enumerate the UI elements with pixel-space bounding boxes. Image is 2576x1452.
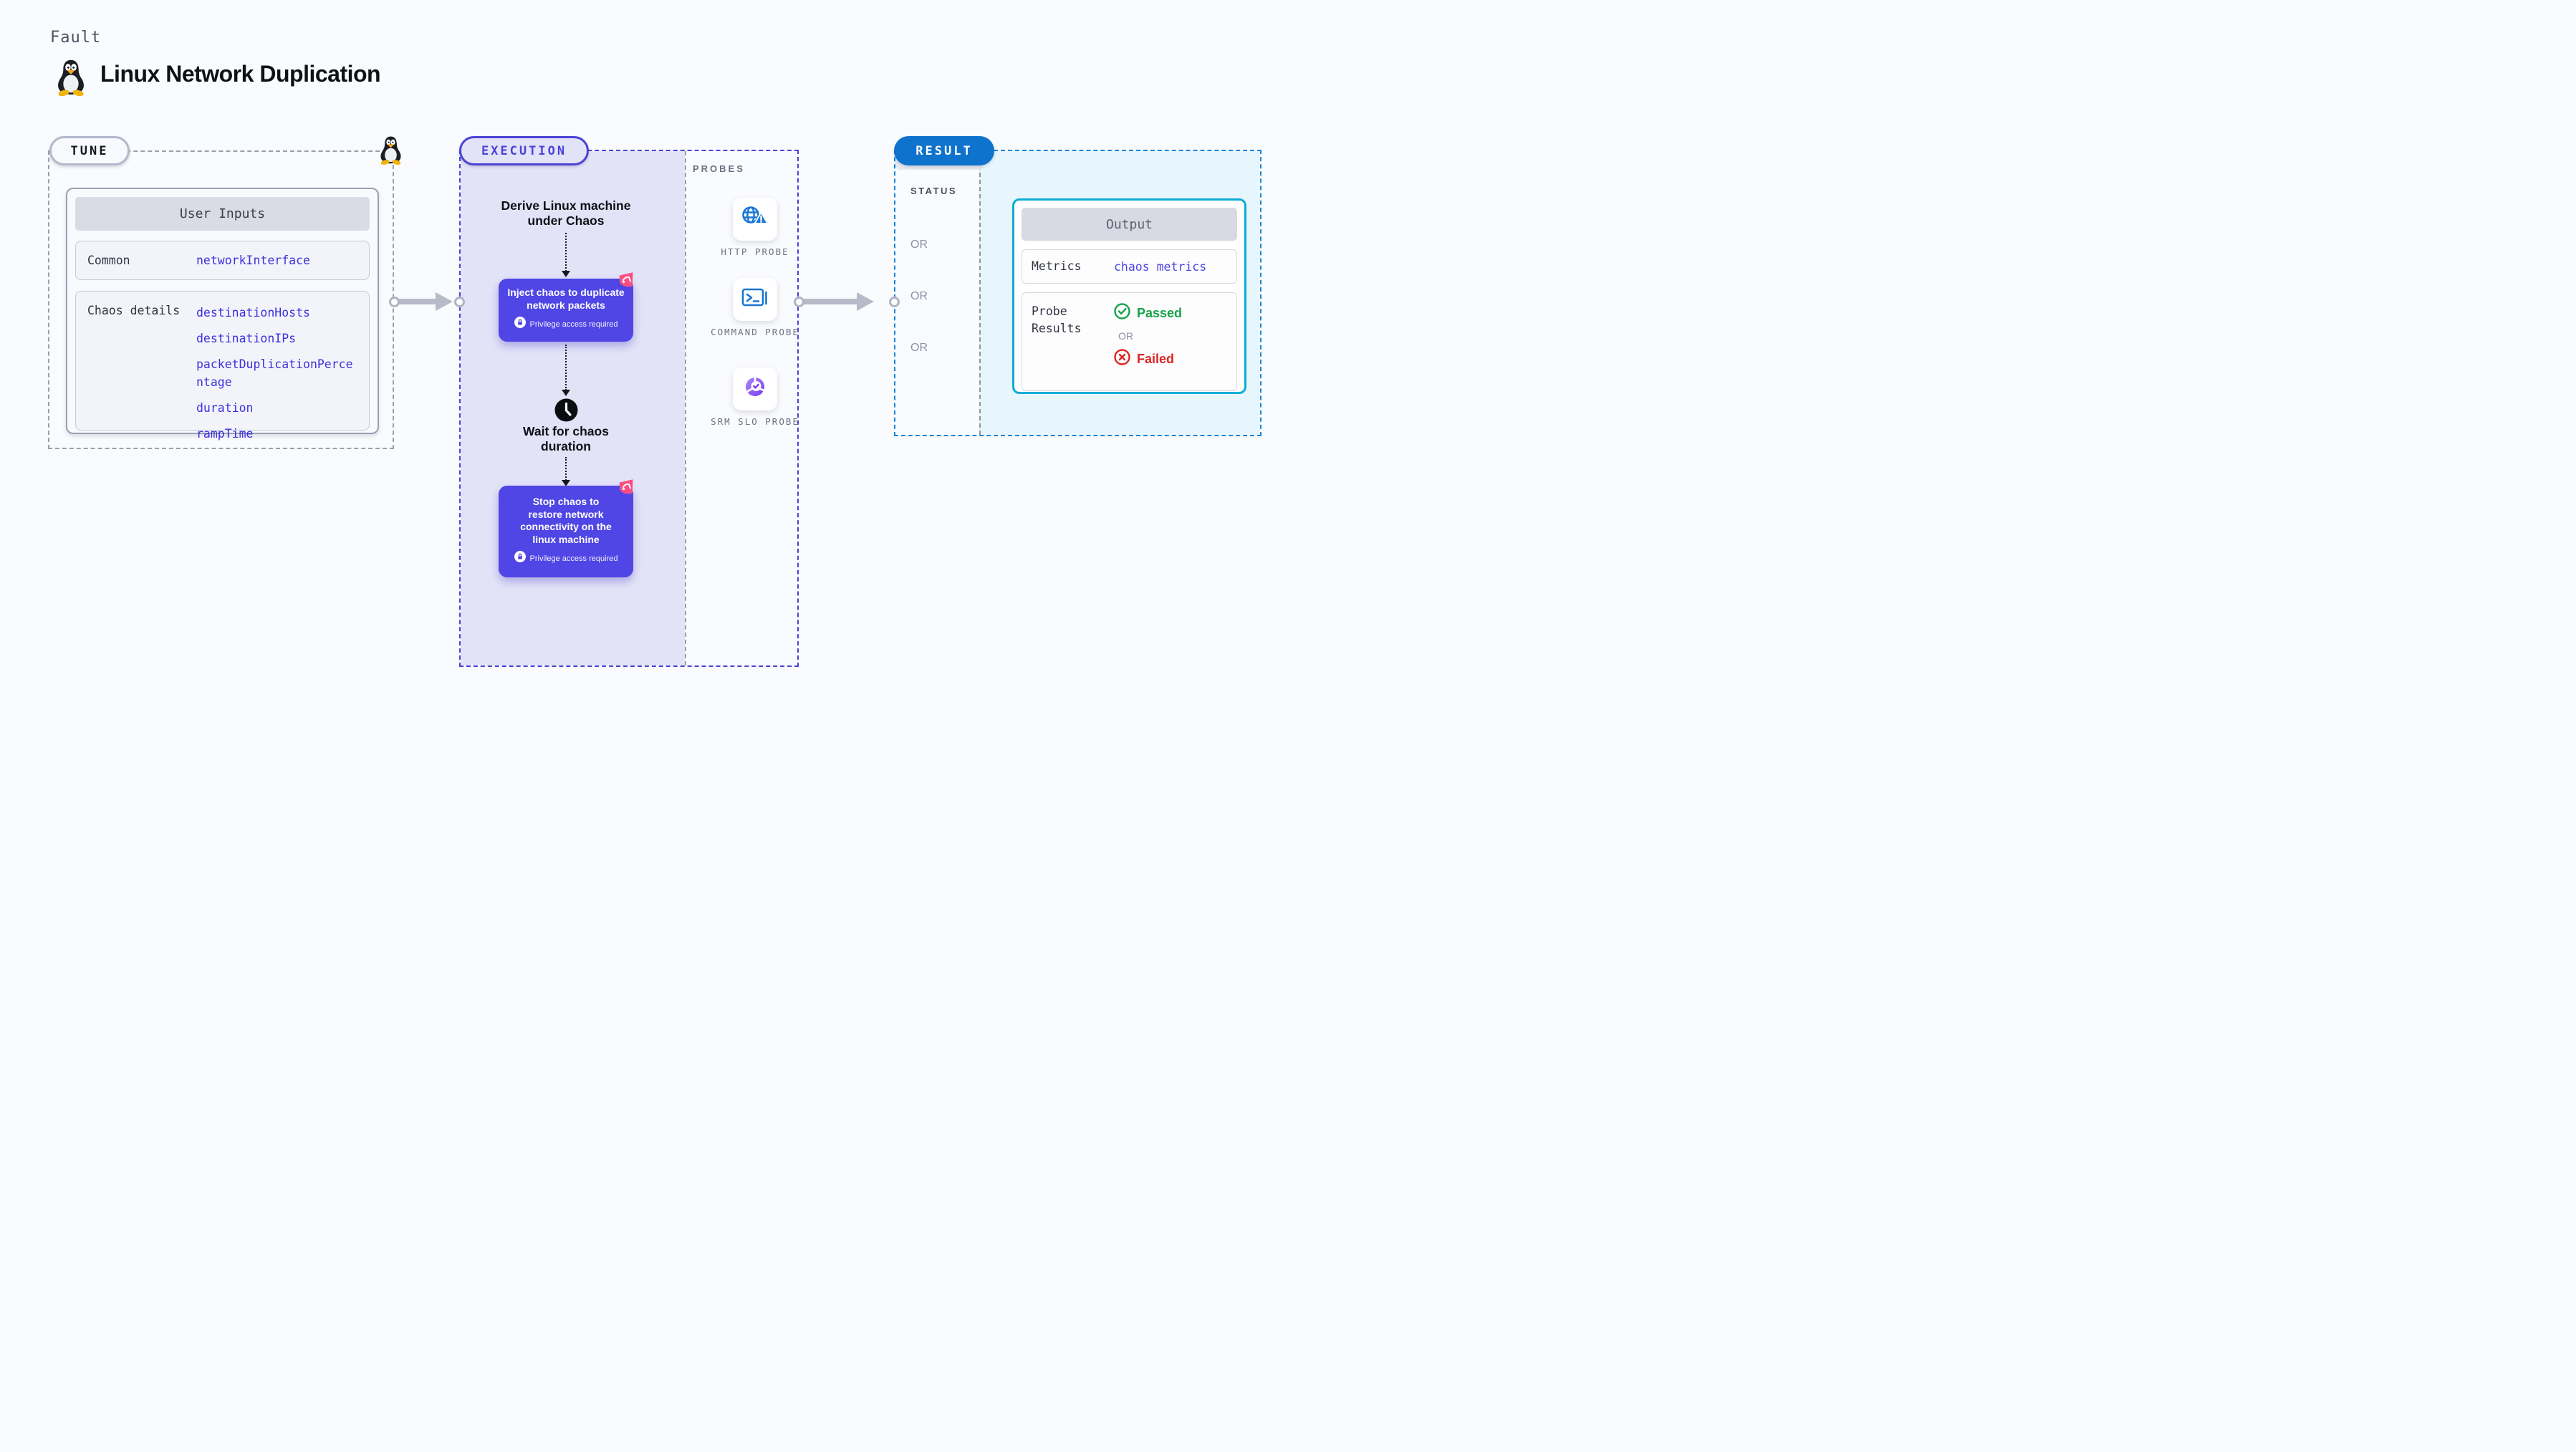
table-row: Common networkInterface xyxy=(75,241,370,280)
connector-arrowhead xyxy=(436,292,453,311)
passed-check-icon xyxy=(1114,303,1130,323)
probes-divider xyxy=(685,151,686,665)
tux-icon xyxy=(54,59,88,100)
lock-icon xyxy=(514,551,526,566)
passed-label: Passed xyxy=(1137,305,1183,320)
flow-arrow xyxy=(565,457,567,481)
connector-ring xyxy=(454,297,465,307)
status-label: STATUS xyxy=(910,186,958,196)
tux-small-icon xyxy=(378,135,404,168)
output-header: Output xyxy=(1022,208,1237,241)
step-stop-chaos: Stop chaos to restore network connectivi… xyxy=(499,486,633,577)
flow-arrow xyxy=(565,345,567,390)
connector-ring xyxy=(889,297,900,307)
or-label: OR xyxy=(910,239,928,251)
terminal-icon xyxy=(741,287,769,313)
connector-arrow xyxy=(398,299,437,304)
user-inputs-card: User Inputs Common networkInterface Chao… xyxy=(66,188,379,441)
connector-arrowhead xyxy=(857,292,874,311)
connector-ring xyxy=(389,297,400,307)
row-label: Common xyxy=(87,254,130,267)
input-value: destinationIPs xyxy=(196,332,297,345)
step-inject-chaos: Inject chaos to duplicate network packet… xyxy=(499,279,633,342)
chaos-fault-icon xyxy=(616,269,636,289)
lock-icon xyxy=(514,317,526,332)
or-label: OR xyxy=(1118,330,1133,342)
row-label: Chaos details xyxy=(87,304,181,317)
flow-arrow xyxy=(565,233,567,271)
flow-arrowhead xyxy=(562,271,570,277)
command-probe-label: COMMAND PROBE xyxy=(711,327,799,337)
srm-slo-probe-card xyxy=(733,367,777,410)
chaos-fault-icon xyxy=(616,476,636,496)
input-value: networkInterface xyxy=(196,254,310,267)
http-probe-card xyxy=(733,198,777,241)
status-divider xyxy=(979,151,981,435)
http-probe-label: HTTP PROBE xyxy=(721,246,789,257)
connector-ring xyxy=(794,297,804,307)
user-inputs-header: User Inputs xyxy=(75,197,370,231)
privilege-label: Privilege access required xyxy=(529,554,618,563)
probe-results-label: Probe Results xyxy=(1032,304,1082,335)
command-probe-card xyxy=(733,278,777,321)
result-badge: RESULT xyxy=(894,136,994,165)
input-value: duration xyxy=(196,401,254,415)
fault-diagram: Fault Linux Network Duplication TUNE xyxy=(0,0,1288,726)
metrics-value: chaos metrics xyxy=(1114,259,1207,274)
execution-badge: EXECUTION xyxy=(459,136,589,165)
table-row: Chaos details destinationHosts destinati… xyxy=(75,291,370,441)
metrics-row: Metrics chaos metrics xyxy=(1022,249,1237,284)
or-label: OR xyxy=(910,290,928,302)
srm-slo-probe-label: SRM SLO PROBE xyxy=(711,416,799,427)
input-value: destinationHosts xyxy=(196,306,310,319)
clock-icon xyxy=(554,398,578,425)
tune-badge: TUNE xyxy=(49,136,130,165)
probes-label: PROBES xyxy=(693,163,745,174)
slo-donut-icon xyxy=(741,373,769,405)
probe-results-row: Probe Results Passed OR xyxy=(1022,292,1237,391)
step-wait: Wait for chaos duration xyxy=(523,424,609,453)
failed-x-icon xyxy=(1114,349,1130,369)
page-title: Linux Network Duplication xyxy=(100,61,381,87)
privilege-label: Privilege access required xyxy=(529,319,618,329)
flow-arrowhead xyxy=(562,480,570,486)
metrics-label: Metrics xyxy=(1032,259,1082,273)
output-card: Output Metrics chaos metrics Probe Resul… xyxy=(1012,198,1246,394)
or-label: OR xyxy=(910,342,928,354)
input-value: packetDuplicationPercentage xyxy=(196,357,353,389)
step-derive: Derive Linux machine under Chaos xyxy=(501,198,631,228)
failed-label: Failed xyxy=(1137,351,1175,366)
fault-kicker: Fault xyxy=(50,29,102,47)
globe-alert-icon xyxy=(740,205,770,234)
flow-arrowhead xyxy=(562,390,570,396)
connector-arrow xyxy=(803,299,859,304)
input-value: rampTime xyxy=(196,427,254,441)
